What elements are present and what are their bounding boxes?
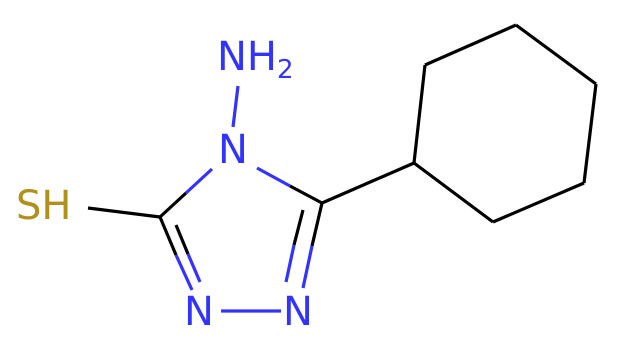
bond-cy-4 [515, 23, 597, 86]
bond-n1-c5-d [292, 209, 305, 246]
bond-cy-1 [413, 161, 494, 224]
triazole-ring [158, 166, 324, 313]
bond-n4-nh2 [231, 85, 240, 128]
bond-n4-c3-b [158, 191, 188, 219]
cyclohexane-ring [412, 23, 598, 224]
bond-c3-sh [87, 206, 161, 219]
bond-n1-c5-c [284, 244, 296, 283]
bond-c3-n2-b [174, 254, 194, 291]
bond-cy-2 [492, 181, 585, 224]
bond-c5-n4-a [289, 184, 323, 205]
bond-cy-6 [412, 64, 427, 164]
bond-c5-cyclohexyl [321, 161, 415, 205]
bond-c3-n2-c [174, 224, 190, 255]
ring-nitrogen-n1-label: N [283, 289, 313, 335]
bond-c3-n2-d [186, 253, 202, 283]
bond-cy-5 [424, 23, 517, 67]
bond-c5-n4-b [256, 166, 291, 188]
ring-nitrogen-n4-label: N [218, 127, 248, 173]
bond-n4-c3-a [184, 167, 214, 195]
amino-group-label: NH2 [217, 34, 294, 85]
ring-nitrogen-n2-label: N [184, 289, 214, 335]
bond-n1-c5-b [310, 202, 324, 247]
bond-n1-c5-a [301, 245, 314, 289]
thiol-group-label: SH [16, 183, 71, 229]
bond-c3-n2-a [158, 216, 178, 256]
bond-cy-3 [582, 83, 598, 184]
